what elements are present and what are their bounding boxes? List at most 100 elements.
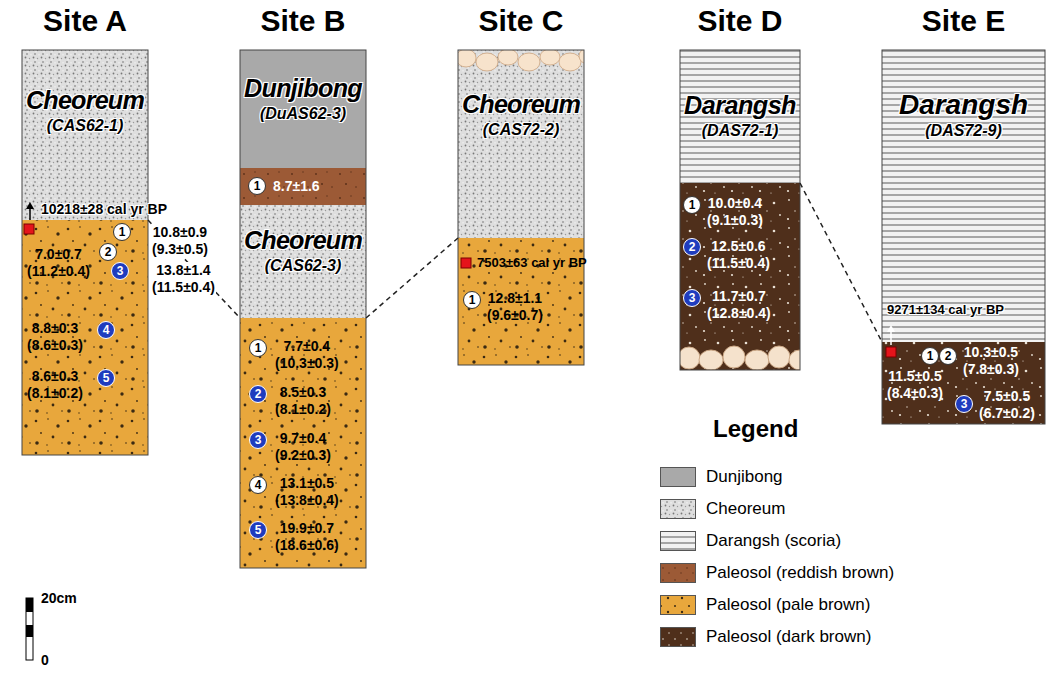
sample-number: 2: [683, 238, 701, 256]
legend-label: Dunjibong: [706, 467, 783, 487]
sample-number: 3: [955, 395, 973, 413]
sample-number: 3: [683, 289, 701, 307]
column-outline: [240, 50, 366, 568]
sample-code: (CAS62-3): [265, 256, 341, 276]
site-heading: Site B: [200, 3, 406, 39]
tephra-layer: Darangsh(DAS72-1): [680, 50, 800, 183]
callout-number: 2: [689, 241, 696, 253]
sample-number: 3: [111, 262, 129, 280]
tephra-layer: Cheoreum(CAS62-3): [240, 205, 366, 318]
cheoreum-band: [22, 50, 148, 220]
darangsh-band: [680, 50, 800, 183]
radiocarbon-date: 9271±134 cal yr BP: [886, 302, 1005, 318]
swatch-texture: [661, 628, 695, 646]
callout-number: 1: [119, 226, 126, 238]
layer-name: Darangsh: [684, 89, 796, 121]
legend-entry: Paleosol (pale brown): [660, 595, 870, 615]
darangsh-band: [882, 50, 1045, 342]
callout-number: 1: [255, 342, 262, 354]
sample-number: 5: [97, 369, 115, 387]
scale-label: 0: [40, 652, 50, 669]
sample-number: 2: [939, 347, 957, 365]
sample-number: 1: [921, 347, 939, 365]
tephra-layer: Cheoreum(CAS72-2): [458, 50, 584, 238]
scale-label: 20cm: [40, 590, 78, 607]
sample-number: 4: [249, 476, 267, 494]
callout-number: 1: [927, 350, 934, 362]
pebble-layer: [458, 50, 584, 71]
legend-label: Cheoreum: [706, 499, 785, 519]
legend-label: Paleosol (dark brown): [706, 627, 871, 647]
sample-number: 2: [249, 385, 267, 403]
date-arrow: [890, 331, 892, 345]
dunjibong-band: [240, 50, 366, 168]
age-label: 11.7±0.7 (12.8±0.4): [706, 288, 772, 322]
callout-number: 3: [255, 434, 262, 446]
sample-code: (DAS72-1): [702, 121, 778, 141]
swatch-texture: [661, 532, 695, 550]
date-arrow: [887, 325, 895, 332]
age-label: 7.7±0.4 (10.3±0.3): [274, 338, 340, 372]
legend-swatch: [660, 531, 696, 551]
swatch-texture: [661, 564, 695, 582]
swatch-texture: [661, 596, 695, 614]
age-label: 10.3±0.5 (7.8±0.3): [962, 344, 1020, 378]
dark-paleosol-band: [882, 342, 1045, 424]
pale-paleosol-band: [240, 318, 366, 568]
scale-bar: [26, 598, 33, 660]
callout-number: 1: [689, 199, 696, 211]
sample-code: (CAS72-2): [483, 120, 559, 140]
legend-entry: Darangsh (scoria): [660, 531, 841, 551]
site-heading: Site C: [418, 3, 624, 39]
tephra-layer: Dunjibong(DuAS62-3): [240, 50, 366, 168]
age-label: 13.1±0.5 (13.8±0.4): [274, 475, 340, 509]
legend-swatch: [660, 563, 696, 583]
cheoreum-band: [458, 50, 584, 238]
radiocarbon-date: 10218±28 cal yr BP: [40, 201, 168, 218]
sample-number: 1: [683, 196, 701, 214]
callout-number: 2: [105, 246, 112, 258]
callout-number: 1: [469, 294, 476, 306]
date-arrow: [26, 202, 34, 209]
sample-code: (CAS62-1): [47, 116, 123, 136]
legend-label: Paleosol (pale brown): [706, 595, 870, 615]
radiocarbon-sample: [461, 258, 471, 268]
legend-entry: Paleosol (reddish brown): [660, 563, 894, 583]
tephra-layer: Darangsh(DAS72-9): [882, 50, 1045, 342]
legend-swatch: [660, 595, 696, 615]
sample-number: 2: [99, 243, 117, 261]
callout-number: 3: [961, 398, 968, 410]
correlation-line: [148, 220, 240, 318]
age-label: 7.5±0.5 (6.7±0.2): [978, 388, 1036, 422]
callout-number: 3: [117, 265, 124, 277]
layer-name: Darangsh: [899, 89, 1028, 121]
sample-code: (DAS72-9): [925, 121, 1001, 141]
radiocarbon-sample: [24, 224, 34, 234]
age-label: 10.8±0.9 (9.3±0.5): [151, 224, 209, 258]
tephra-layer: Cheoreum(CAS62-1): [22, 50, 148, 220]
site-heading: Site A: [0, 3, 188, 39]
age-label: 9.7±0.4 (9.2±0.3): [274, 430, 332, 464]
column-outline: [882, 50, 1045, 424]
age-label: 8.6±0.3 (8.1±0.2): [26, 368, 84, 402]
swatch-texture: [661, 500, 695, 518]
age-label: 8.5±0.3 (8.1±0.2): [274, 384, 332, 418]
legend-swatch: [660, 467, 696, 487]
age-label: 8.8±0.3 (8.6±0.3): [26, 320, 84, 354]
legend-label: Darangsh (scoria): [706, 531, 841, 551]
date-arrow: [29, 208, 31, 220]
sample-number: 1: [113, 223, 131, 241]
age-label: 19.9±0.7 (18.6±0.6): [274, 520, 340, 554]
callout-number: 3: [689, 292, 696, 304]
legend-entry: Dunjibong: [660, 467, 783, 487]
cheoreum-band: [240, 205, 366, 318]
radiocarbon-sample: [886, 347, 896, 357]
sample-code: (DuAS62-3): [260, 104, 346, 124]
correlation-line: [800, 183, 882, 342]
legend-entry: Cheoreum: [660, 499, 785, 519]
legend-entry: Paleosol (dark brown): [660, 627, 871, 647]
legend-heading: Legend: [712, 415, 799, 442]
sample-number: 1: [249, 339, 267, 357]
column-outline: [680, 50, 800, 370]
sample-number: 3: [249, 431, 267, 449]
